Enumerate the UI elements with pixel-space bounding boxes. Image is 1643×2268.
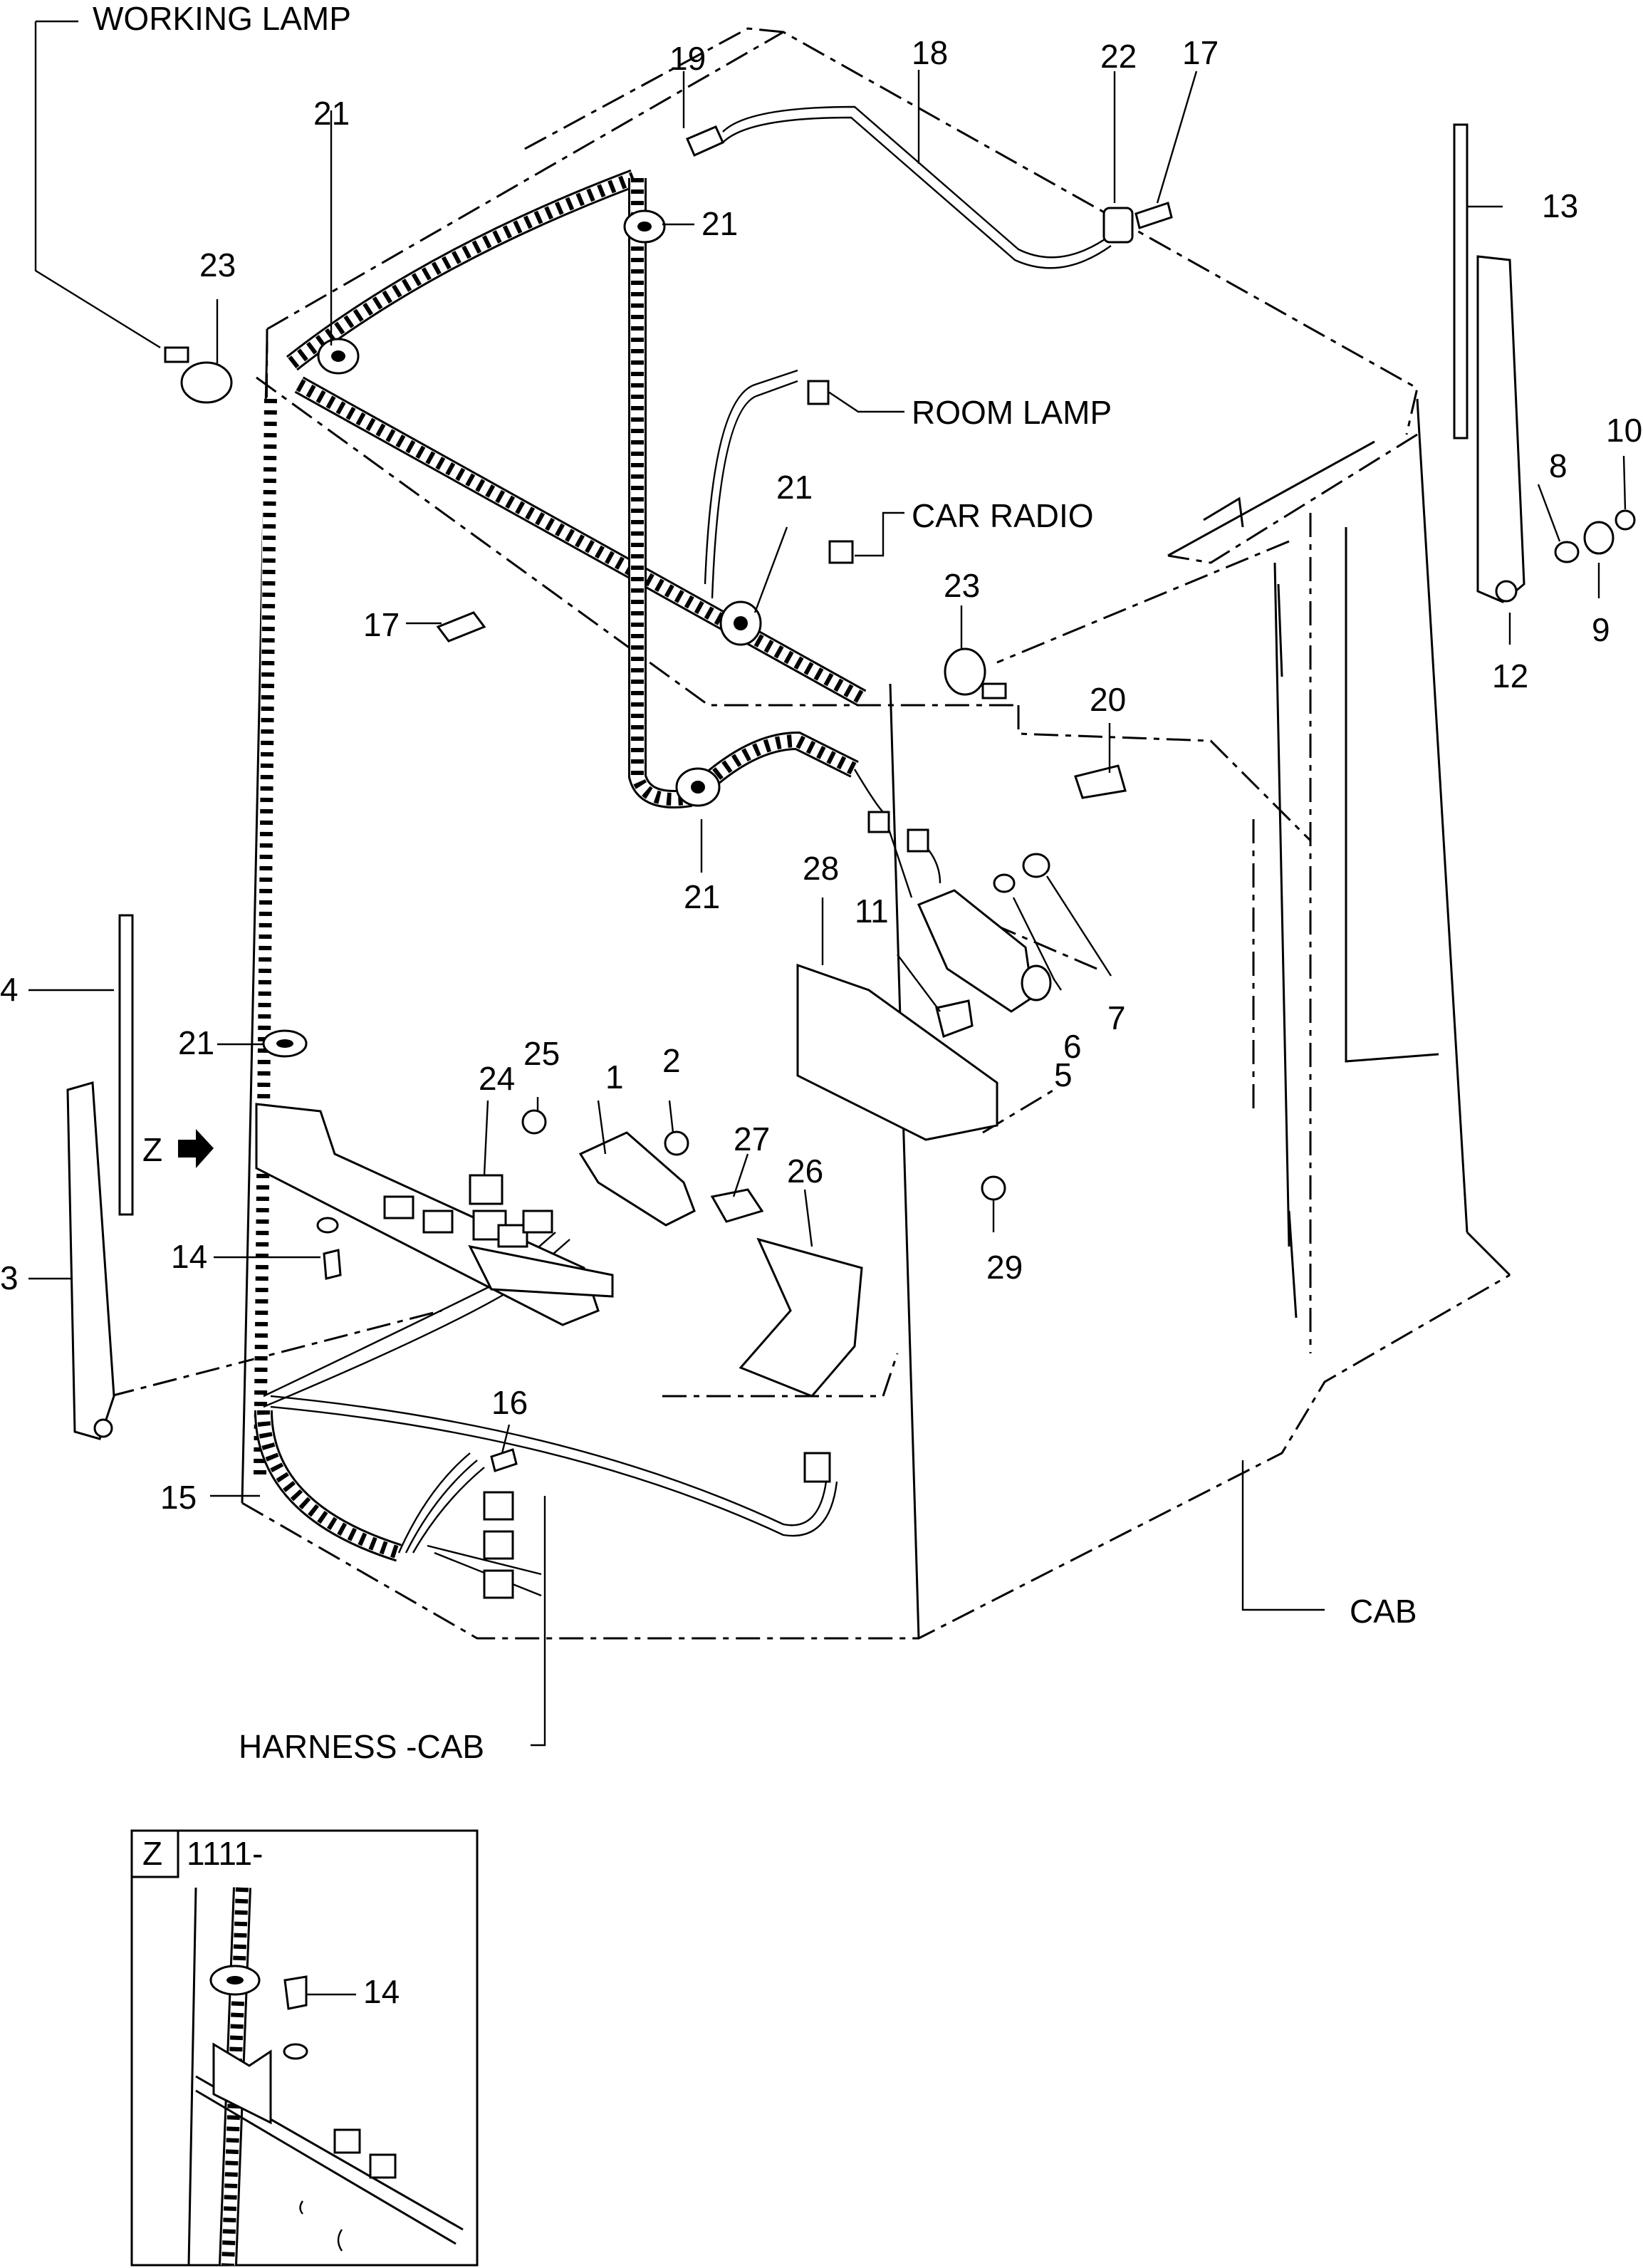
- part-number-27: 27: [734, 1120, 770, 1158]
- cab-outline: [110, 27, 1511, 1640]
- part-number-18: 18: [912, 34, 948, 71]
- inset-part-number-14: 14: [363, 1973, 400, 2010]
- part-number-21-e: 21: [178, 1024, 214, 1061]
- part-number-28: 28: [803, 850, 839, 887]
- view-z-arrow: [178, 1129, 214, 1168]
- part-number-20: 20: [1090, 681, 1126, 718]
- part-number-12: 12: [1492, 657, 1528, 695]
- bracket-26: [739, 1237, 863, 1398]
- label-car-radio: CAR RADIO: [912, 497, 1094, 534]
- part-number-14: 14: [171, 1238, 207, 1275]
- part-number-11: 11: [855, 893, 889, 930]
- part-number-13: 13: [1542, 187, 1578, 224]
- inset-serial: 1111-: [187, 1835, 263, 1872]
- inset-screw-14: [283, 1975, 308, 2010]
- cab-body: [241, 341, 1511, 1639]
- screw-14: [323, 1249, 342, 1280]
- wiper-arm-right: [1476, 255, 1525, 603]
- bolt-11: [935, 999, 974, 1038]
- part-number-7: 7: [1107, 999, 1126, 1036]
- part-number-29: 29: [986, 1249, 1023, 1286]
- part-number-21-d: 21: [684, 878, 720, 915]
- part-number-9: 9: [1592, 611, 1610, 648]
- part-number-21-b: 21: [701, 205, 738, 242]
- grommets: [262, 209, 762, 1058]
- connector-27: [710, 1188, 764, 1223]
- part-number-17-left: 17: [363, 606, 400, 643]
- relay-24: [469, 1174, 504, 1205]
- bolt-29: [981, 1175, 1006, 1201]
- part-number-23-left: 23: [199, 246, 236, 284]
- connector-working-lamp: [164, 346, 189, 363]
- cover-28: [796, 963, 998, 1141]
- part-number-3: 3: [0, 1259, 19, 1296]
- labels: WORKING LAMP ROOM LAMP CAR RADIO CAB HAR…: [0, 0, 1642, 1765]
- grommet-22: [1102, 207, 1134, 244]
- connector-20: [1074, 764, 1127, 799]
- part-number-26: 26: [787, 1153, 823, 1190]
- label-harness-cab: HARNESS -CAB: [239, 1728, 484, 1765]
- connector-17-right: [1135, 202, 1173, 229]
- clamp-23-right: [944, 647, 986, 696]
- label-working-lamp: WORKING LAMP: [93, 0, 351, 37]
- part-number-15: 15: [160, 1479, 197, 1516]
- harness-cab: [253, 105, 1112, 1597]
- bolt-2: [664, 1130, 689, 1156]
- connector-16: [490, 1448, 518, 1472]
- clamp-23-left: [180, 361, 233, 404]
- wiper-arm-left: [66, 1081, 115, 1440]
- part-number-16: 16: [491, 1384, 528, 1421]
- part-number-5: 5: [1054, 1056, 1073, 1093]
- part-number-21-a: 21: [313, 95, 350, 132]
- part-number-17-top: 17: [1182, 34, 1219, 71]
- part-number-1: 1: [605, 1058, 624, 1096]
- connector-19: [686, 125, 724, 157]
- inset-view-z: Z 1111- 14: [130, 1829, 479, 2267]
- part-number-2: 2: [662, 1042, 681, 1079]
- nut-9: [1583, 521, 1615, 555]
- wiper-motor: [917, 764, 1127, 1038]
- washer-8: [1554, 541, 1580, 563]
- part-number-25: 25: [523, 1035, 560, 1072]
- wiper-motor-5: [917, 889, 1034, 1013]
- wiper-right: [1453, 123, 1636, 603]
- part-number-10: 10: [1606, 412, 1642, 449]
- wiper-blade-left: [118, 914, 134, 1216]
- bolt-25: [521, 1109, 547, 1135]
- label-cab: CAB: [1350, 1593, 1417, 1630]
- washer-6: [993, 873, 1016, 893]
- part-number-19: 19: [669, 40, 706, 77]
- inset-view-letter-box: [130, 1829, 179, 1878]
- label-view-z: Z: [142, 1131, 162, 1168]
- room-lamp-connector: [807, 380, 830, 405]
- wiper-left: [66, 914, 134, 1440]
- part-number-23-right: 23: [944, 567, 980, 604]
- part-number-22: 22: [1100, 38, 1137, 75]
- seal-7: [1022, 853, 1050, 878]
- wiper-blade-right: [1453, 123, 1469, 439]
- connector-17-left: [436, 611, 486, 643]
- part-number-21-c: 21: [776, 469, 813, 506]
- nut-10: [1615, 509, 1636, 531]
- inset-view-letter: Z: [142, 1835, 162, 1872]
- part-number-24: 24: [479, 1060, 515, 1097]
- switch-bracket: [255, 1103, 1006, 1599]
- car-radio-connector: [828, 540, 854, 564]
- label-room-lamp: ROOM LAMP: [912, 394, 1112, 431]
- roof-connectors: [164, 125, 1173, 853]
- part-number-4: 4: [0, 971, 19, 1008]
- leader-lines: [28, 20, 1627, 1747]
- relay-1: [578, 1131, 696, 1227]
- part-number-8: 8: [1549, 447, 1568, 484]
- part-number-6: 6: [1063, 1028, 1082, 1065]
